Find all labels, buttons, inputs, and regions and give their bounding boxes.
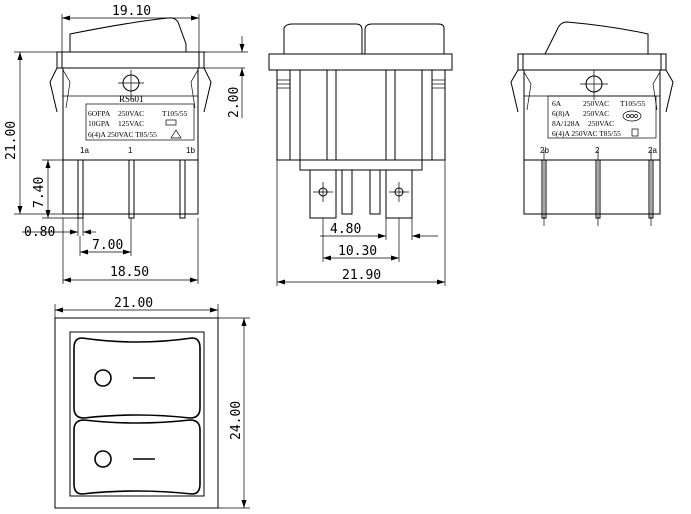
dim-top-view-height: 24.00 [229,401,244,440]
pin-label-1: 1 [128,146,133,155]
top-view: 21.00 24.00 [54,296,250,509]
cert-mark-icon [165,119,177,126]
dim-terminal-width: 4.80 [330,222,361,237]
dim-top-width: 19.10 [112,4,151,19]
right-label-row3-rating: 8A/128A [552,119,581,128]
pin-label-1a: 1a [80,146,89,155]
label-row3: 6(4)A 250VAC T85/55 [88,130,157,139]
right-label-row1-temp: T105/55 [620,99,646,108]
label-row1-temp: T105/55 [162,109,188,118]
dim-terminal-spacing: 10.30 [338,244,377,259]
dim-pin-height: 7.40 [32,177,47,208]
pin-label-2a: 2a [648,146,657,155]
label-row2-voltage: 125VAC [118,119,144,128]
model-label: RS601 [119,94,144,104]
off-symbol-icon [94,450,112,468]
pin-label-2: 2 [595,146,600,155]
label-row1-rating: 6OFPA [88,109,111,118]
right-label-row3-voltage: 250VAC [588,119,614,128]
rocker-lower [73,419,201,495]
right-label-row2-rating: 6(8)A [552,109,570,118]
right-label-row2-voltage: 250VAC [583,109,609,118]
dim-overall-width: 21.90 [342,268,381,283]
warning-triangle-icon [170,129,182,139]
right-label-row1-voltage: 250VAC [583,99,609,108]
ce-mark-icon [631,128,639,137]
dim-body-width: 18.50 [110,265,149,280]
dim-top-view-width: 21.00 [114,296,153,311]
cert-mark-icon [622,110,642,122]
pin-label-2b: 2b [540,146,549,155]
side-view: 4.80 10.30 21.90 [268,23,453,286]
label-row1-voltage: 250VAC [118,109,144,118]
dim-offset: 2.00 [227,87,242,118]
right-view: 6A 250VAC T105/55 6(8)A 250VAC 8A/128A 2… [510,21,674,226]
off-symbol-icon [94,369,112,387]
dim-height: 21.00 [4,121,19,160]
right-label-row1-rating: 6A [552,99,562,108]
dim-pin-pitch: 7.00 [92,238,123,253]
label-row2-rating: 10GPA [88,119,110,128]
dim-pin-thickness: 0.80 [24,225,55,240]
right-label-row4: 6(4)A 250VAC T85/55 [552,129,621,138]
front-view: RS601 6OFPA 250VAC T105/55 10GPA 125VAC … [4,4,248,284]
pin-label-1b: 1b [186,146,195,155]
